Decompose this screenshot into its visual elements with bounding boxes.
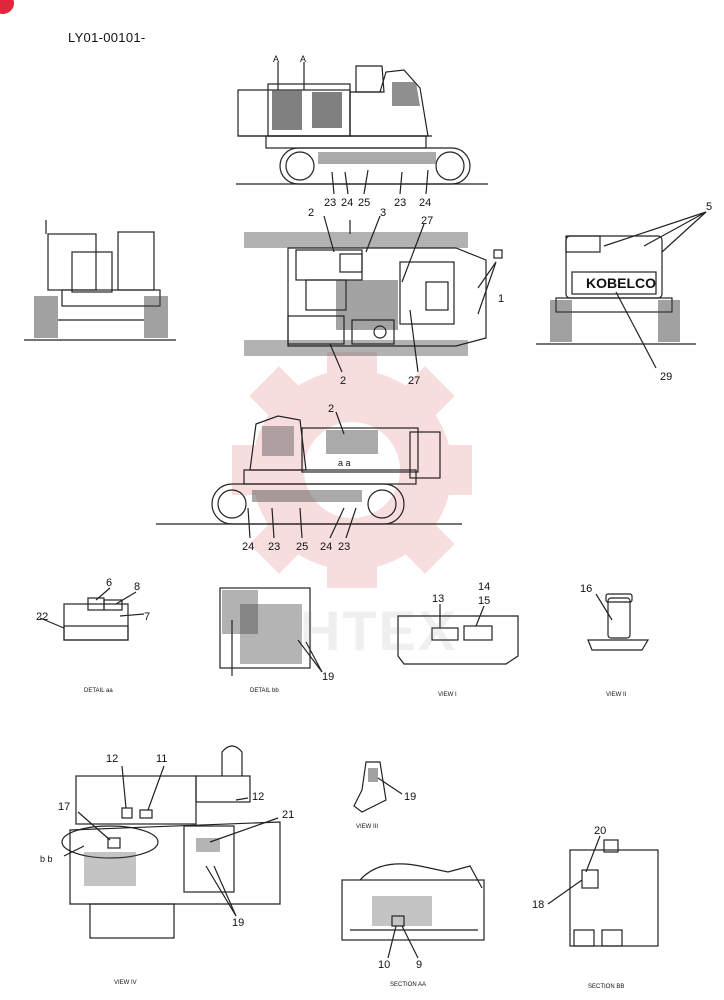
callout-7: 7 bbox=[144, 611, 150, 623]
view-ii bbox=[587, 593, 650, 651]
callout-13: 13 bbox=[432, 593, 444, 605]
rear-view bbox=[536, 211, 707, 369]
callouts-section-aa: 10 9 SECTION AA bbox=[378, 959, 426, 988]
callout-1: 1 bbox=[498, 293, 504, 305]
callouts-detail-bb: 19 DETAIL bb bbox=[250, 671, 334, 694]
callout-11: 11 bbox=[156, 753, 167, 765]
callout-8: 8 bbox=[134, 581, 140, 593]
callout-9: 9 bbox=[416, 959, 422, 971]
document-code: LY01-00101- bbox=[68, 30, 146, 45]
front-view bbox=[24, 220, 176, 341]
callout-14: 14 bbox=[478, 581, 490, 593]
caption-view-i: VIEW I bbox=[438, 692, 457, 698]
callouts-view-i: 14 13 15 VIEW I bbox=[432, 581, 490, 698]
callout-24: 24 bbox=[242, 541, 254, 553]
corner-badge bbox=[0, 0, 14, 14]
detail-bb bbox=[219, 587, 323, 676]
callout-10: 10 bbox=[378, 959, 390, 971]
callouts-rear-view: KOBELCO 5 29 bbox=[586, 201, 712, 383]
callout-21: 21 bbox=[282, 809, 294, 821]
view-iv bbox=[61, 745, 281, 939]
callout-6: 6 bbox=[106, 577, 112, 589]
callout-24: 24 bbox=[419, 197, 431, 209]
callout-24: 24 bbox=[341, 197, 353, 209]
callout-23: 23 bbox=[338, 541, 350, 553]
callout-12: 12 bbox=[106, 753, 118, 765]
callout-23: 23 bbox=[394, 197, 406, 209]
callout-25: 25 bbox=[296, 541, 308, 553]
callout-25: 25 bbox=[358, 197, 370, 209]
view-iii bbox=[353, 761, 403, 813]
callout-27: 27 bbox=[421, 215, 433, 227]
callout-23: 23 bbox=[268, 541, 280, 553]
section-bb bbox=[547, 835, 659, 947]
callouts-top-view: 23 24 25 23 24 bbox=[324, 197, 431, 209]
caption-detail-aa: DETAIL aa bbox=[84, 688, 113, 694]
callout-18: 18 bbox=[532, 899, 544, 911]
callouts-view-ii: 16 VIEW II bbox=[580, 583, 627, 698]
callout-19: 19 bbox=[322, 671, 334, 683]
callout-3: 3 bbox=[380, 207, 386, 219]
caption-section-aa: SECTION AA bbox=[390, 982, 426, 988]
callout-29: 29 bbox=[660, 371, 672, 383]
caption-view-ii: VIEW II bbox=[606, 692, 627, 698]
caption-detail-bb: DETAIL bb bbox=[250, 688, 279, 694]
callout-17: 17 bbox=[58, 801, 70, 813]
view-i bbox=[397, 604, 519, 665]
callout-2: 2 bbox=[328, 403, 334, 415]
detail-aa bbox=[39, 587, 145, 641]
callout-19: 19 bbox=[232, 917, 244, 929]
callout-5: 5 bbox=[706, 201, 712, 213]
caption-view-iv: VIEW IV bbox=[114, 980, 137, 986]
caption-view-iii: VIEW III bbox=[356, 824, 378, 830]
callout-19: 19 bbox=[404, 791, 416, 803]
side-view-bottom bbox=[156, 411, 462, 539]
callouts-detail-aa: 6 8 7 22 DETAIL aa bbox=[36, 577, 150, 694]
callouts-bottom-view: 2 a a 24 23 25 24 23 bbox=[242, 403, 351, 553]
callout-2: 2 bbox=[308, 207, 314, 219]
marker-a-right: A bbox=[300, 54, 306, 64]
marker-aa: a a bbox=[338, 458, 351, 468]
callouts-plan-view: 2 3 27 1 2 27 bbox=[308, 207, 504, 387]
kobelco-logo: KOBELCO bbox=[586, 275, 656, 291]
callouts-section-bb: 20 18 SECTION BB bbox=[532, 825, 624, 990]
callout-2: 2 bbox=[340, 375, 346, 387]
side-view-top: A A bbox=[236, 54, 488, 195]
callouts-view-iv: 12 11 12 21 17 b b 19 VIEW IV bbox=[40, 753, 294, 986]
callout-20: 20 bbox=[594, 825, 606, 837]
watermark-text: HTEX bbox=[300, 599, 458, 662]
marker-bb: b b bbox=[40, 854, 53, 864]
callout-22: 22 bbox=[36, 611, 48, 623]
caption-section-bb: SECTION BB bbox=[588, 984, 624, 990]
marker-a-left: A bbox=[273, 54, 279, 64]
callout-23: 23 bbox=[324, 197, 336, 209]
callout-16: 16 bbox=[580, 583, 592, 595]
callout-15: 15 bbox=[478, 595, 490, 607]
callout-27: 27 bbox=[408, 375, 420, 387]
callout-24: 24 bbox=[320, 541, 332, 553]
section-aa bbox=[341, 863, 485, 959]
plan-view bbox=[244, 215, 503, 373]
callout-12: 12 bbox=[252, 791, 264, 803]
callouts-view-iii: 19 VIEW III bbox=[356, 791, 416, 830]
